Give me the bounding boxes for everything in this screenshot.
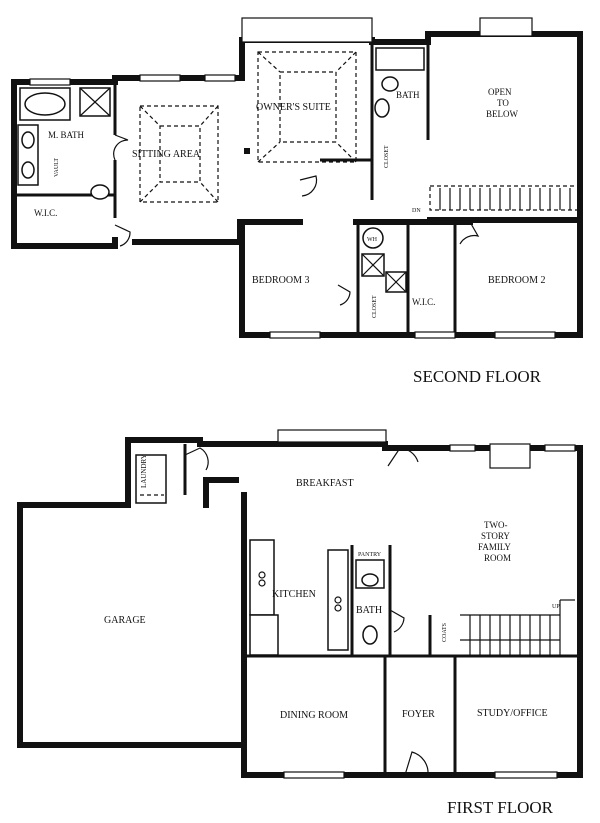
room-label-sitting-area: SITTING AREA xyxy=(132,149,201,160)
stair-label-dn: DN xyxy=(412,208,421,214)
room-label-family-room-1: TWO- xyxy=(484,520,508,530)
room-label-wic-lower: W.I.C. xyxy=(412,297,435,307)
second-floor-plan: M. BATH VAULT W.I.C. SITTING AREA OWNER'… xyxy=(11,17,583,386)
room-label-closet-lower: CLOSET xyxy=(372,295,378,318)
room-label-family-room-4: ROOM xyxy=(484,553,511,563)
room-label-family-room-2: STORY xyxy=(481,531,510,541)
room-label-laundry: LAUNDRY xyxy=(140,454,148,488)
room-label-bedroom-2: BEDROOM 2 xyxy=(488,275,546,286)
room-label-kitchen: KITCHEN xyxy=(272,589,316,600)
room-label-family-room-3: FAMILY xyxy=(478,542,511,552)
room-label-wic-master: W.I.C. xyxy=(34,208,57,218)
fixture-label-wh: WH xyxy=(367,237,378,243)
floor-heading-first: FIRST FLOOR xyxy=(447,798,554,817)
room-label-m-bath: M. BATH xyxy=(48,130,85,140)
room-label-open-to-below-2: TO xyxy=(497,98,509,108)
room-label-bedroom-3: BEDROOM 3 xyxy=(252,275,310,286)
room-label-bath-lower: BATH xyxy=(356,605,382,616)
first-floor-plan: LAUNDRY BREAKFAST GARAGE KITCHEN PANTRY … xyxy=(17,429,583,817)
room-label-closet-upper: CLOSET xyxy=(384,145,390,168)
room-label-open-to-below-1: OPEN xyxy=(488,87,512,97)
room-label-study-office: STUDY/OFFICE xyxy=(477,708,548,719)
room-label-coats: COATS xyxy=(442,623,448,642)
room-label-pantry: PANTRY xyxy=(358,552,382,558)
room-label-garage: GARAGE xyxy=(104,615,146,626)
room-label-vault: VAULT xyxy=(54,158,60,177)
room-label-bath-upper: BATH xyxy=(396,90,420,100)
stair-label-up: UP xyxy=(552,604,560,610)
room-label-owners-suite: OWNER'S SUITE xyxy=(256,102,331,113)
room-label-breakfast: BREAKFAST xyxy=(296,478,354,489)
room-label-open-to-below-3: BELOW xyxy=(486,109,518,119)
room-label-foyer: FOYER xyxy=(402,709,435,720)
room-label-dining-room: DINING ROOM xyxy=(280,710,348,721)
floor-heading-second: SECOND FLOOR xyxy=(413,367,542,386)
